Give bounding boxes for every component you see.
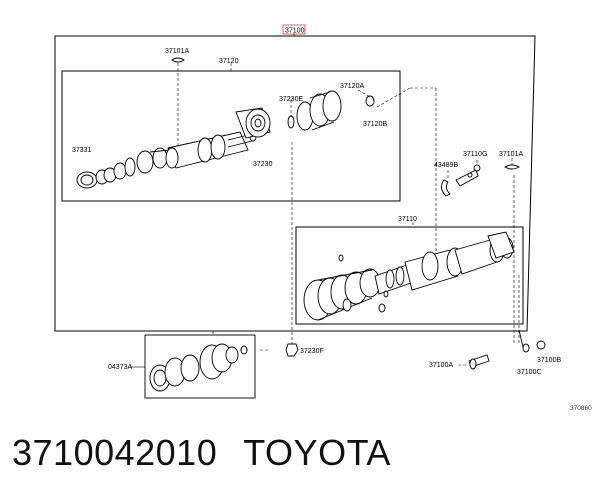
boot-kit-04373A: [149, 343, 248, 392]
washer-37230E: [287, 115, 295, 129]
clip-43489B: [441, 179, 451, 197]
label-37120B: 37120B: [363, 121, 387, 128]
bolts-bottom: [285, 329, 546, 370]
upper-assembly-frame: [61, 70, 401, 202]
clip-37101A-right: [504, 164, 520, 170]
label-37331: 37331: [72, 147, 92, 154]
part-caption: 3710042010 TOYOTA: [12, 432, 391, 474]
bracket-37110G: [455, 169, 479, 187]
label-04373A: 04373A: [108, 364, 132, 371]
lower-assembly-frame: [295, 226, 524, 325]
label-37100B: 37100B: [537, 357, 561, 364]
part-number: 3710042010: [12, 432, 218, 473]
brand-name: TOYOTA: [243, 432, 391, 473]
header-tag: 37100: [285, 28, 305, 35]
propeller-shaft-37110: [303, 231, 515, 321]
label-37230F: 37230F: [300, 348, 324, 355]
clip-37101A: [171, 57, 185, 63]
small-parts-right: [441, 164, 520, 197]
outer-frame: [54, 35, 536, 332]
label-37101A: 37101A: [165, 48, 189, 55]
label-37230: 37230: [253, 161, 273, 168]
propeller-shaft-37120: [76, 57, 375, 189]
leader-lines: [177, 63, 520, 366]
label-43489B: 43489B: [434, 162, 458, 169]
label-37100A: 37100A: [429, 362, 453, 369]
label-37230E: 37230E: [279, 96, 303, 103]
nut-37120B: [365, 95, 375, 107]
boot-kit-frame: [144, 334, 256, 399]
label-37110: 37110: [398, 216, 417, 223]
label-37120: 37120: [219, 58, 239, 65]
label-37120A: 37120A: [340, 83, 364, 90]
label-37101A-right: 37101A: [499, 151, 523, 158]
diagram-code: 370860: [570, 405, 592, 412]
label-37110G: 37110G: [463, 151, 487, 158]
label-37100C: 37100C: [517, 369, 542, 376]
